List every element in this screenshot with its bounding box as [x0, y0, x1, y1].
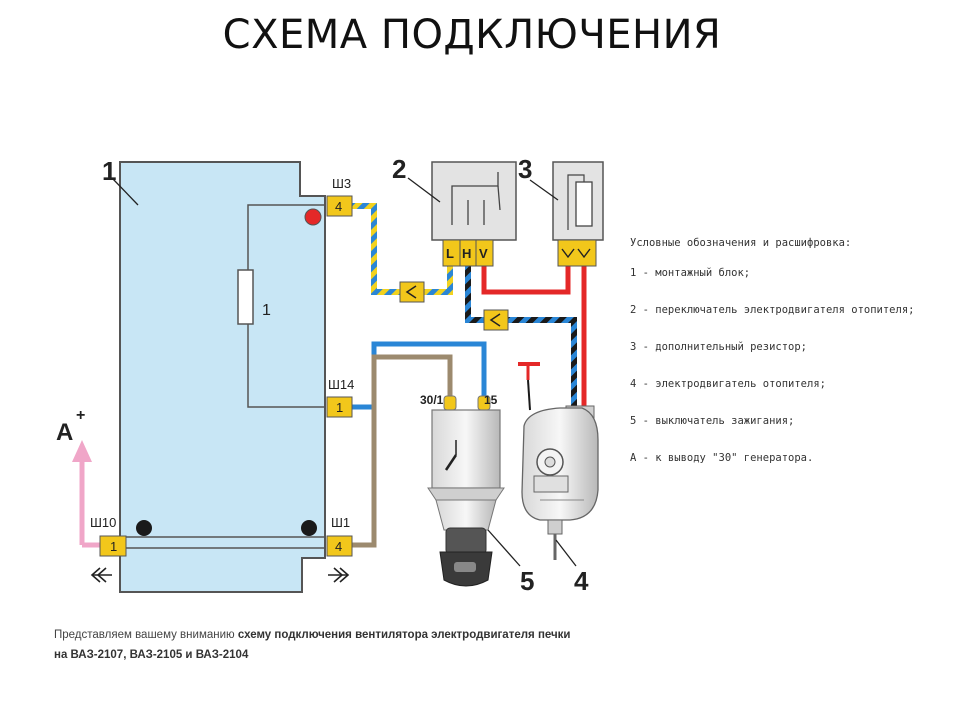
connector-sh10: 1 Ш10 [90, 515, 127, 557]
terminal-30-1: 30/1 [420, 393, 444, 407]
input-label: A [56, 419, 73, 446]
plug-arrow-left [90, 567, 112, 583]
legend-item: 1 - монтажный блок; [630, 267, 751, 279]
connector-sh3: 4 Ш3 [326, 176, 353, 217]
legend-item: 3 - дополнительный резистор; [630, 341, 808, 353]
switch-pin-l: L [446, 246, 454, 261]
red-indicator-dot [304, 208, 322, 226]
connector-sh1: 4 Ш1 [326, 515, 353, 557]
inline-connector-1 [399, 281, 425, 303]
wires [72, 203, 587, 548]
legend-item: 4 - электродвигатель отопителя; [630, 378, 826, 390]
switch-pin-v: V [479, 246, 488, 261]
svg-text:4: 4 [335, 199, 342, 214]
svg-text:Ш1: Ш1 [331, 515, 350, 530]
svg-text:Ш14: Ш14 [328, 377, 354, 392]
resistor-block: 3 [518, 154, 604, 267]
legend-item: А - к выводу "30" генератора. [630, 452, 814, 464]
legend: Условные обозначения и расшифровка: 1 - … [630, 236, 914, 488]
terminal-15: 15 [484, 393, 498, 407]
caption-bold-2: на ВАЗ-2107, ВАЗ-2105 и ВАЗ-2104 [54, 649, 249, 661]
svg-text:1: 1 [336, 400, 343, 415]
caption: Представляем вашему вниманию схему подкл… [54, 625, 571, 665]
fuse-symbol [237, 269, 254, 325]
svg-text:Ш3: Ш3 [332, 176, 351, 191]
svg-text:1: 1 [110, 539, 117, 554]
caption-bold-1: схему подключения вентилятора электродви… [237, 629, 571, 641]
inline-connector-2 [483, 309, 509, 331]
fuse-number: 1 [262, 302, 271, 319]
ground-dot-right [301, 520, 317, 536]
svg-text:Ш10: Ш10 [90, 515, 116, 530]
component-number-4: 4 [574, 566, 589, 596]
input-arrow [72, 440, 92, 462]
caption-prefix: Представляем вашему вниманию [54, 629, 238, 641]
component-number-1: 1 [102, 156, 116, 186]
plug-arrow-right [328, 567, 350, 583]
legend-item: 5 - выключатель зажигания; [630, 415, 795, 427]
ignition-switch: 30/1 15 5 [420, 393, 534, 596]
component-number-5: 5 [520, 566, 534, 596]
connector-sh14: 1 Ш14 [326, 377, 354, 418]
component-number-2: 2 [392, 154, 406, 184]
heater-motor: 4 [521, 405, 599, 596]
mounting-block: 1 1 [102, 156, 326, 593]
component-number-3: 3 [518, 154, 532, 184]
page-title: СХЕМА ПОДКЛЮЧЕНИЯ [222, 12, 722, 58]
ground-dot-left [136, 520, 152, 536]
input-sup: + [76, 407, 85, 424]
legend-item: 2 - переключатель электродвигателя отопи… [630, 304, 915, 316]
heater-switch: L H V 2 [392, 154, 517, 267]
switch-pin-h: H [462, 246, 471, 261]
legend-heading: Условные обозначения и расшифровка: [630, 237, 852, 249]
svg-text:4: 4 [335, 539, 342, 554]
